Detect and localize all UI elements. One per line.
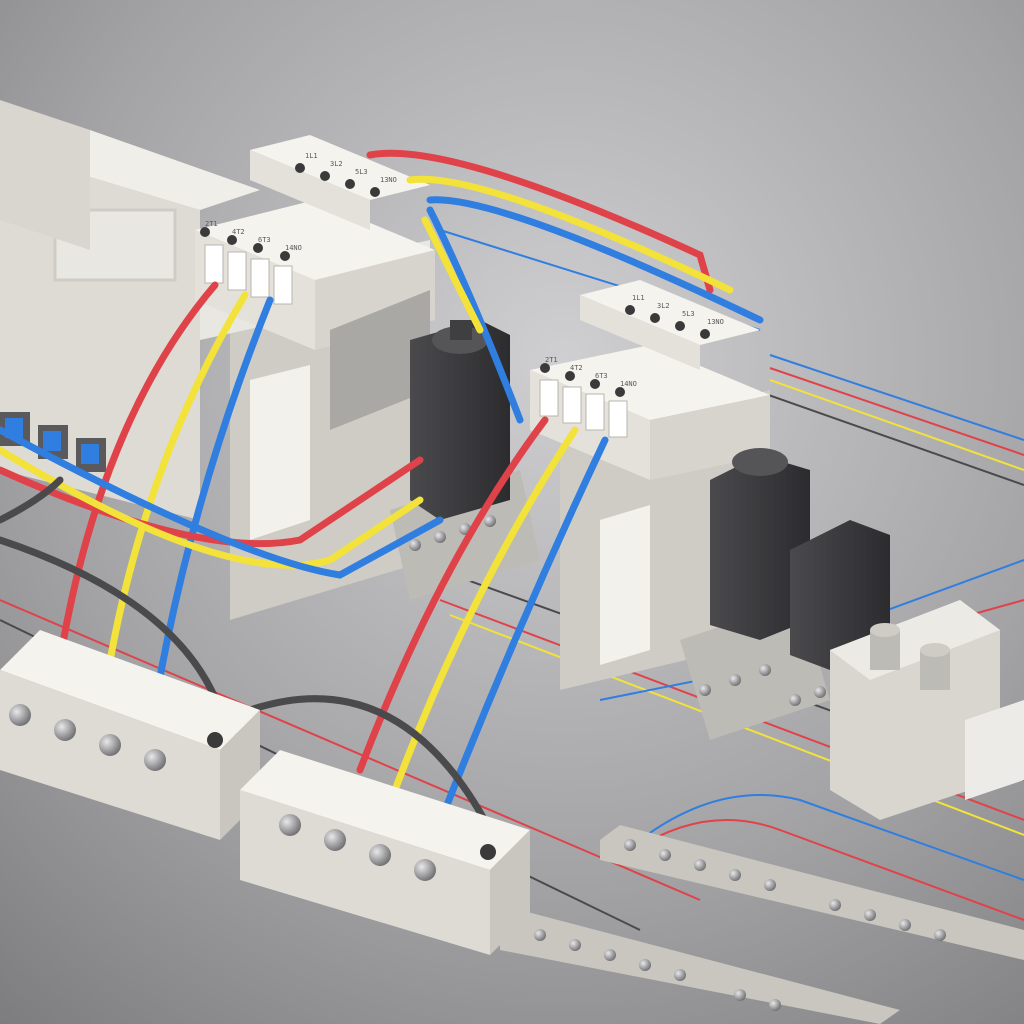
relay-3 [789,520,890,706]
gray-wire [0,476,64,524]
contact-label: 5L3 [355,168,368,176]
blue-wire [151,296,274,709]
gray-wire [246,695,494,834]
blue-wire [426,206,524,424]
contact-label: 4T2 [570,364,583,372]
terminal-strip-upper [600,825,1024,960]
yellow-wire [421,216,484,334]
contactor-2-bottom-labels: 2T1 4T2 6T3 14NO [545,356,637,388]
blue-wire [441,436,609,814]
relay-1 [390,320,540,600]
red-wire [56,281,219,664]
terminal-strip-lower [500,910,900,1024]
contact-label: 1L1 [305,152,318,160]
contact-label: 6T3 [595,372,608,380]
contact-label: 3L2 [657,302,670,310]
gray-wire [0,536,224,714]
contactor-2-top-labels: 1L1 3L2 5L3 13NO [632,294,724,326]
contact-label: 2T1 [545,356,558,364]
contact-label: 2T1 [205,220,218,228]
contact-label: 13NO [707,318,724,326]
thick-wires [0,149,764,834]
contactor-1-bottom-labels: 2T1 4T2 6T3 14NO [205,220,302,252]
contact-label: 5L3 [682,310,695,318]
yellow-wire [406,175,734,294]
terminal-block-2 [240,750,530,955]
contact-label: 3L2 [330,160,343,168]
red-wire [0,456,424,548]
yellow-wire [101,291,249,694]
contact-label: 4T2 [232,228,245,236]
contactor-2-terminals [539,305,710,438]
terminal-block-1-screws [9,704,166,771]
terminal-block-2-screws [279,814,436,881]
contact-label: 6T3 [258,236,271,244]
contact-label: 14NO [620,380,637,388]
contact-label: 13NO [380,176,397,184]
contact-label: 1L1 [632,294,645,302]
push-button-block [830,600,1024,820]
power-supply-module [0,100,260,520]
blue-wire [0,426,444,579]
yellow-wire [0,446,424,569]
blue-wire [426,196,764,324]
contactor-1-terminals [200,163,380,305]
red-wire [366,149,714,294]
contact-label: 14NO [285,244,302,252]
contactor-1-top-labels: 1L1 3L2 5L3 13NO [305,152,397,184]
